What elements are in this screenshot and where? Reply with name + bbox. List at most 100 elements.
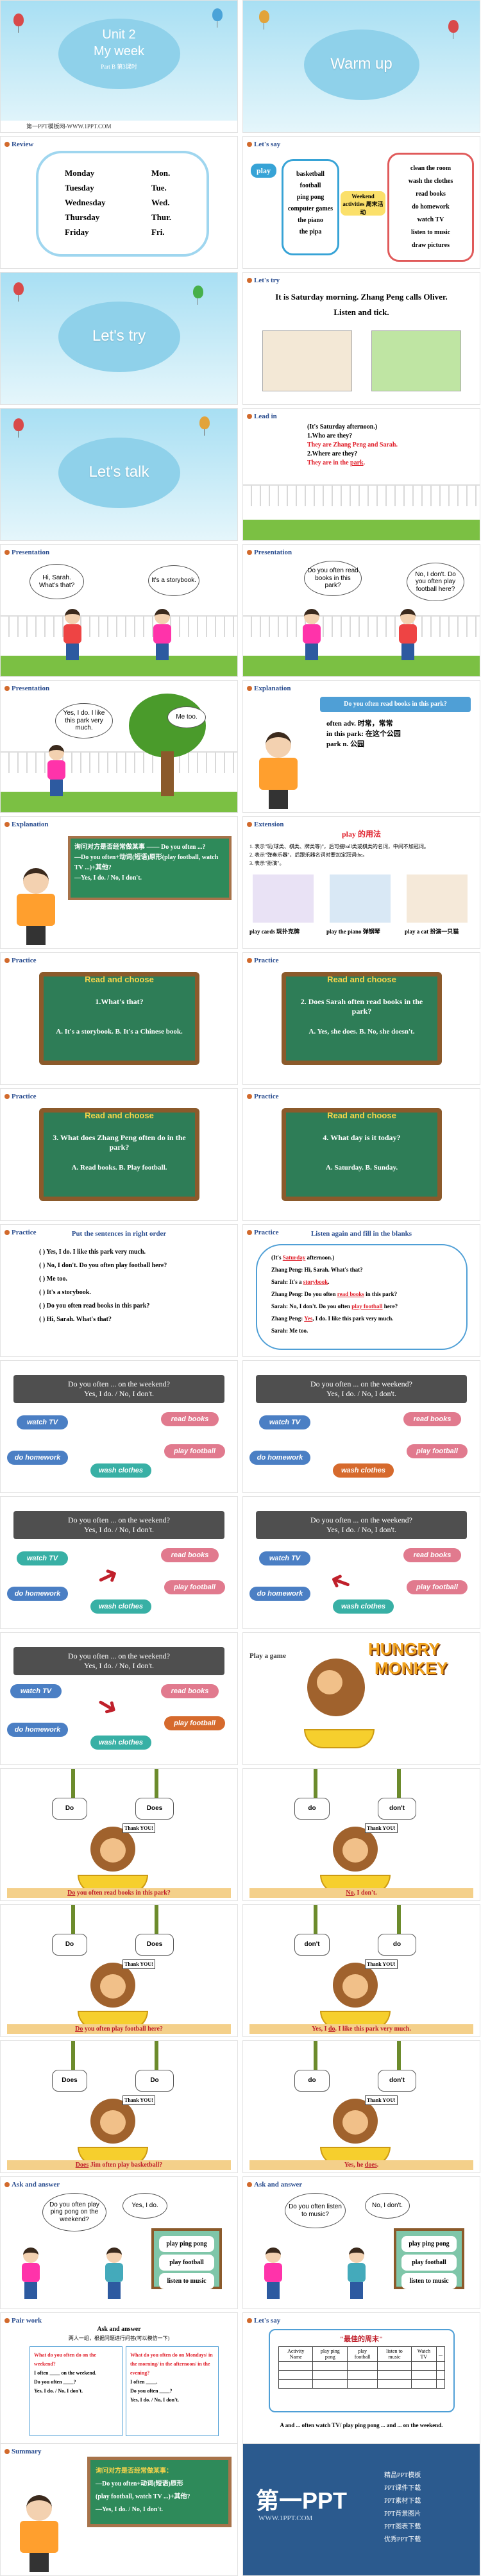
- balloon-icon: [199, 416, 210, 436]
- slide-practice-fill[interactable]: Practice Listen again and fill in the bl…: [242, 1224, 480, 1357]
- slide-drill-2[interactable]: Do you often ... on the weekend?Yes, I d…: [242, 1360, 480, 1493]
- slide-heading: Let's try: [92, 327, 146, 345]
- label-pill[interactable]: do homework: [7, 1587, 68, 1601]
- days-abbrev-list: Mon.Tue.Wed.Thur.Fri.: [151, 168, 171, 237]
- slide-practice-4[interactable]: Practice Read and choose 4. What day is …: [242, 1088, 480, 1221]
- label-pill[interactable]: watch TV: [259, 1551, 310, 1565]
- choice-does[interactable]: Does: [52, 2070, 87, 2092]
- slide-ask-answer-2[interactable]: Ask and answer Do you often listen to mu…: [242, 2176, 480, 2309]
- balloon-icon: [259, 10, 269, 30]
- label-pill[interactable]: play football: [164, 1444, 225, 1458]
- label-pill[interactable]: do homework: [249, 1451, 310, 1465]
- label-pill[interactable]: play football: [407, 1580, 468, 1594]
- slide-game-1[interactable]: Do Does Thank YOU! Do you often read boo…: [0, 1768, 238, 1901]
- label-pill[interactable]: wash clothes: [333, 1463, 394, 1478]
- slide-lets-talk-title[interactable]: Let's talk: [0, 408, 238, 541]
- slide-ask-answer-1[interactable]: Ask and answer Do you often play ping po…: [0, 2176, 238, 2309]
- grass: [243, 520, 480, 540]
- slide-tag: Presentation: [247, 549, 292, 556]
- label-pill[interactable]: read books: [403, 1412, 461, 1426]
- slide-game-intro[interactable]: Play a game HUNGRY MONKEY: [242, 1632, 480, 1765]
- label-pill[interactable]: read books: [161, 1684, 219, 1698]
- choice-dont[interactable]: don't: [294, 1934, 330, 1956]
- answer-options[interactable]: A. Yes, she does. B. No, she doesn't.: [308, 1028, 415, 1036]
- label-pill[interactable]: watch TV: [10, 1684, 62, 1698]
- slide-presentation-3[interactable]: Presentation Yes, I do. I like this park…: [0, 680, 238, 813]
- label-pill[interactable]: wash clothes: [90, 1599, 151, 1614]
- choice-do[interactable]: do: [378, 1934, 416, 1956]
- slide-practice-order[interactable]: Practice Put the sentences in right orde…: [0, 1224, 238, 1357]
- slide-game-6[interactable]: do don't Thank YOU! Yes, he does.: [242, 2040, 480, 2173]
- slide-summary[interactable]: Summary 询问对方是否经常做某事： —Do you often+动词(短语…: [0, 2443, 238, 2576]
- slide-drill-3[interactable]: Do you often ... on the weekend?Yes, I d…: [0, 1496, 238, 1629]
- fence: [1, 615, 237, 637]
- slide-lets-try[interactable]: Let's try It is Saturday morning. Zhang …: [242, 272, 480, 405]
- slide-explanation-2[interactable]: Explanation 询问对方是否经常做某事 —— Do you often …: [0, 816, 238, 949]
- slide-warm-up[interactable]: Warm up: [242, 0, 480, 133]
- vine: [71, 1905, 75, 1940]
- label-pill[interactable]: wash clothes: [90, 1463, 151, 1478]
- chalkboard: Read and choose 3. What does Zhang Peng …: [39, 1108, 199, 1201]
- choice-do[interactable]: do: [294, 2070, 330, 2092]
- label-pill[interactable]: wash clothes: [90, 1736, 151, 1750]
- slide-practice-2[interactable]: Practice Read and choose 2. Does Sarah o…: [242, 952, 480, 1085]
- slide-presentation-1[interactable]: Presentation Hi, Sarah. What's that? It'…: [0, 544, 238, 677]
- slide-drill-5[interactable]: Do you often ... on the weekend?Yes, I d…: [0, 1632, 238, 1765]
- slide-practice-3[interactable]: Practice Read and choose 3. What does Zh…: [0, 1088, 238, 1221]
- slide-drill-4[interactable]: Do you often ... on the weekend?Yes, I d…: [242, 1496, 480, 1629]
- choice-do[interactable]: do: [294, 1798, 330, 1820]
- answer-options[interactable]: A. Read books. B. Play football.: [71, 1164, 167, 1172]
- girl-character: [151, 609, 173, 660]
- slide-lead-in[interactable]: Lead in (It's Saturday afternoon.) 1.Who…: [242, 408, 480, 541]
- monkey-icon: [333, 1963, 378, 2008]
- choice-do[interactable]: Do: [52, 1934, 87, 1956]
- label-pill[interactable]: watch TV: [17, 1551, 68, 1565]
- answer-options[interactable]: A. Saturday. B. Sunday.: [325, 1164, 398, 1172]
- label-pill[interactable]: watch TV: [17, 1415, 68, 1429]
- summary-board: 询问对方是否经常做某事： —Do you often+动词(短语)原形 (pla…: [87, 2457, 232, 2527]
- choice-do[interactable]: Do: [135, 2070, 174, 2092]
- monkey-icon: [307, 1659, 365, 1716]
- label-pill[interactable]: play football: [164, 1580, 225, 1594]
- label-pill[interactable]: wash clothes: [333, 1599, 394, 1614]
- choice-do[interactable]: Do: [52, 1798, 87, 1820]
- slide-practice-1[interactable]: Practice Read and choose 1.What's that? …: [0, 952, 238, 1085]
- label-pill[interactable]: watch TV: [259, 1415, 310, 1429]
- slide-game-4[interactable]: don't do Thank YOU! Yes, I do. I like th…: [242, 1904, 480, 2037]
- slide-game-5[interactable]: Does Do Thank YOU! Does Jim often play b…: [0, 2040, 238, 2173]
- question: 3. What does Zhang Peng often do in the …: [53, 1133, 186, 1152]
- slide-presentation-2[interactable]: Presentation Do you often read books in …: [242, 544, 480, 677]
- answer-options[interactable]: A. It's a storybook. B. It's a Chinese b…: [56, 1028, 183, 1036]
- label-pill[interactable]: play football: [164, 1716, 225, 1730]
- slide-pair-work[interactable]: Pair work Ask and answer 两人一组，根据问题进行问答(可…: [0, 2312, 238, 2445]
- choice-dont[interactable]: don't: [378, 1798, 416, 1820]
- grass: [1, 656, 237, 676]
- slide-drill-1[interactable]: Do you often ... on the weekend?Yes, I d…: [0, 1360, 238, 1493]
- slide-game-2[interactable]: do don't Thank YOU! No, I don't.: [242, 1768, 480, 1901]
- fence: [243, 484, 480, 506]
- choice-dont[interactable]: don't: [378, 2070, 416, 2092]
- choice-does[interactable]: Does: [135, 1934, 174, 1956]
- slide-game-3[interactable]: Do Does Thank YOU! Do you often play foo…: [0, 1904, 238, 2037]
- unit-title: Unit 2: [102, 28, 136, 42]
- label-pill[interactable]: read books: [161, 1548, 219, 1562]
- choice-does[interactable]: Does: [135, 1798, 174, 1820]
- slide-title[interactable]: Unit 2 My week Part B 第3课时 第一PPT模板网-WWW.…: [0, 0, 238, 133]
- label-pill[interactable]: read books: [161, 1412, 219, 1426]
- board-title: Read and choose: [85, 975, 154, 984]
- girl-character: [301, 609, 323, 660]
- label-pill[interactable]: do homework: [7, 1451, 68, 1465]
- label-pill[interactable]: read books: [403, 1548, 461, 1562]
- label-pill[interactable]: do homework: [7, 1723, 68, 1737]
- slide-extension[interactable]: Extension play 的用法 1. 表示"玩(球类、棋类、牌类等)"，后…: [242, 816, 480, 949]
- slide-lets-try-title[interactable]: Let's try: [0, 272, 238, 405]
- label-pill[interactable]: do homework: [249, 1587, 310, 1601]
- label-pill[interactable]: play football: [407, 1444, 468, 1458]
- slide-explanation-1[interactable]: Explanation Do you often read books in t…: [242, 680, 480, 813]
